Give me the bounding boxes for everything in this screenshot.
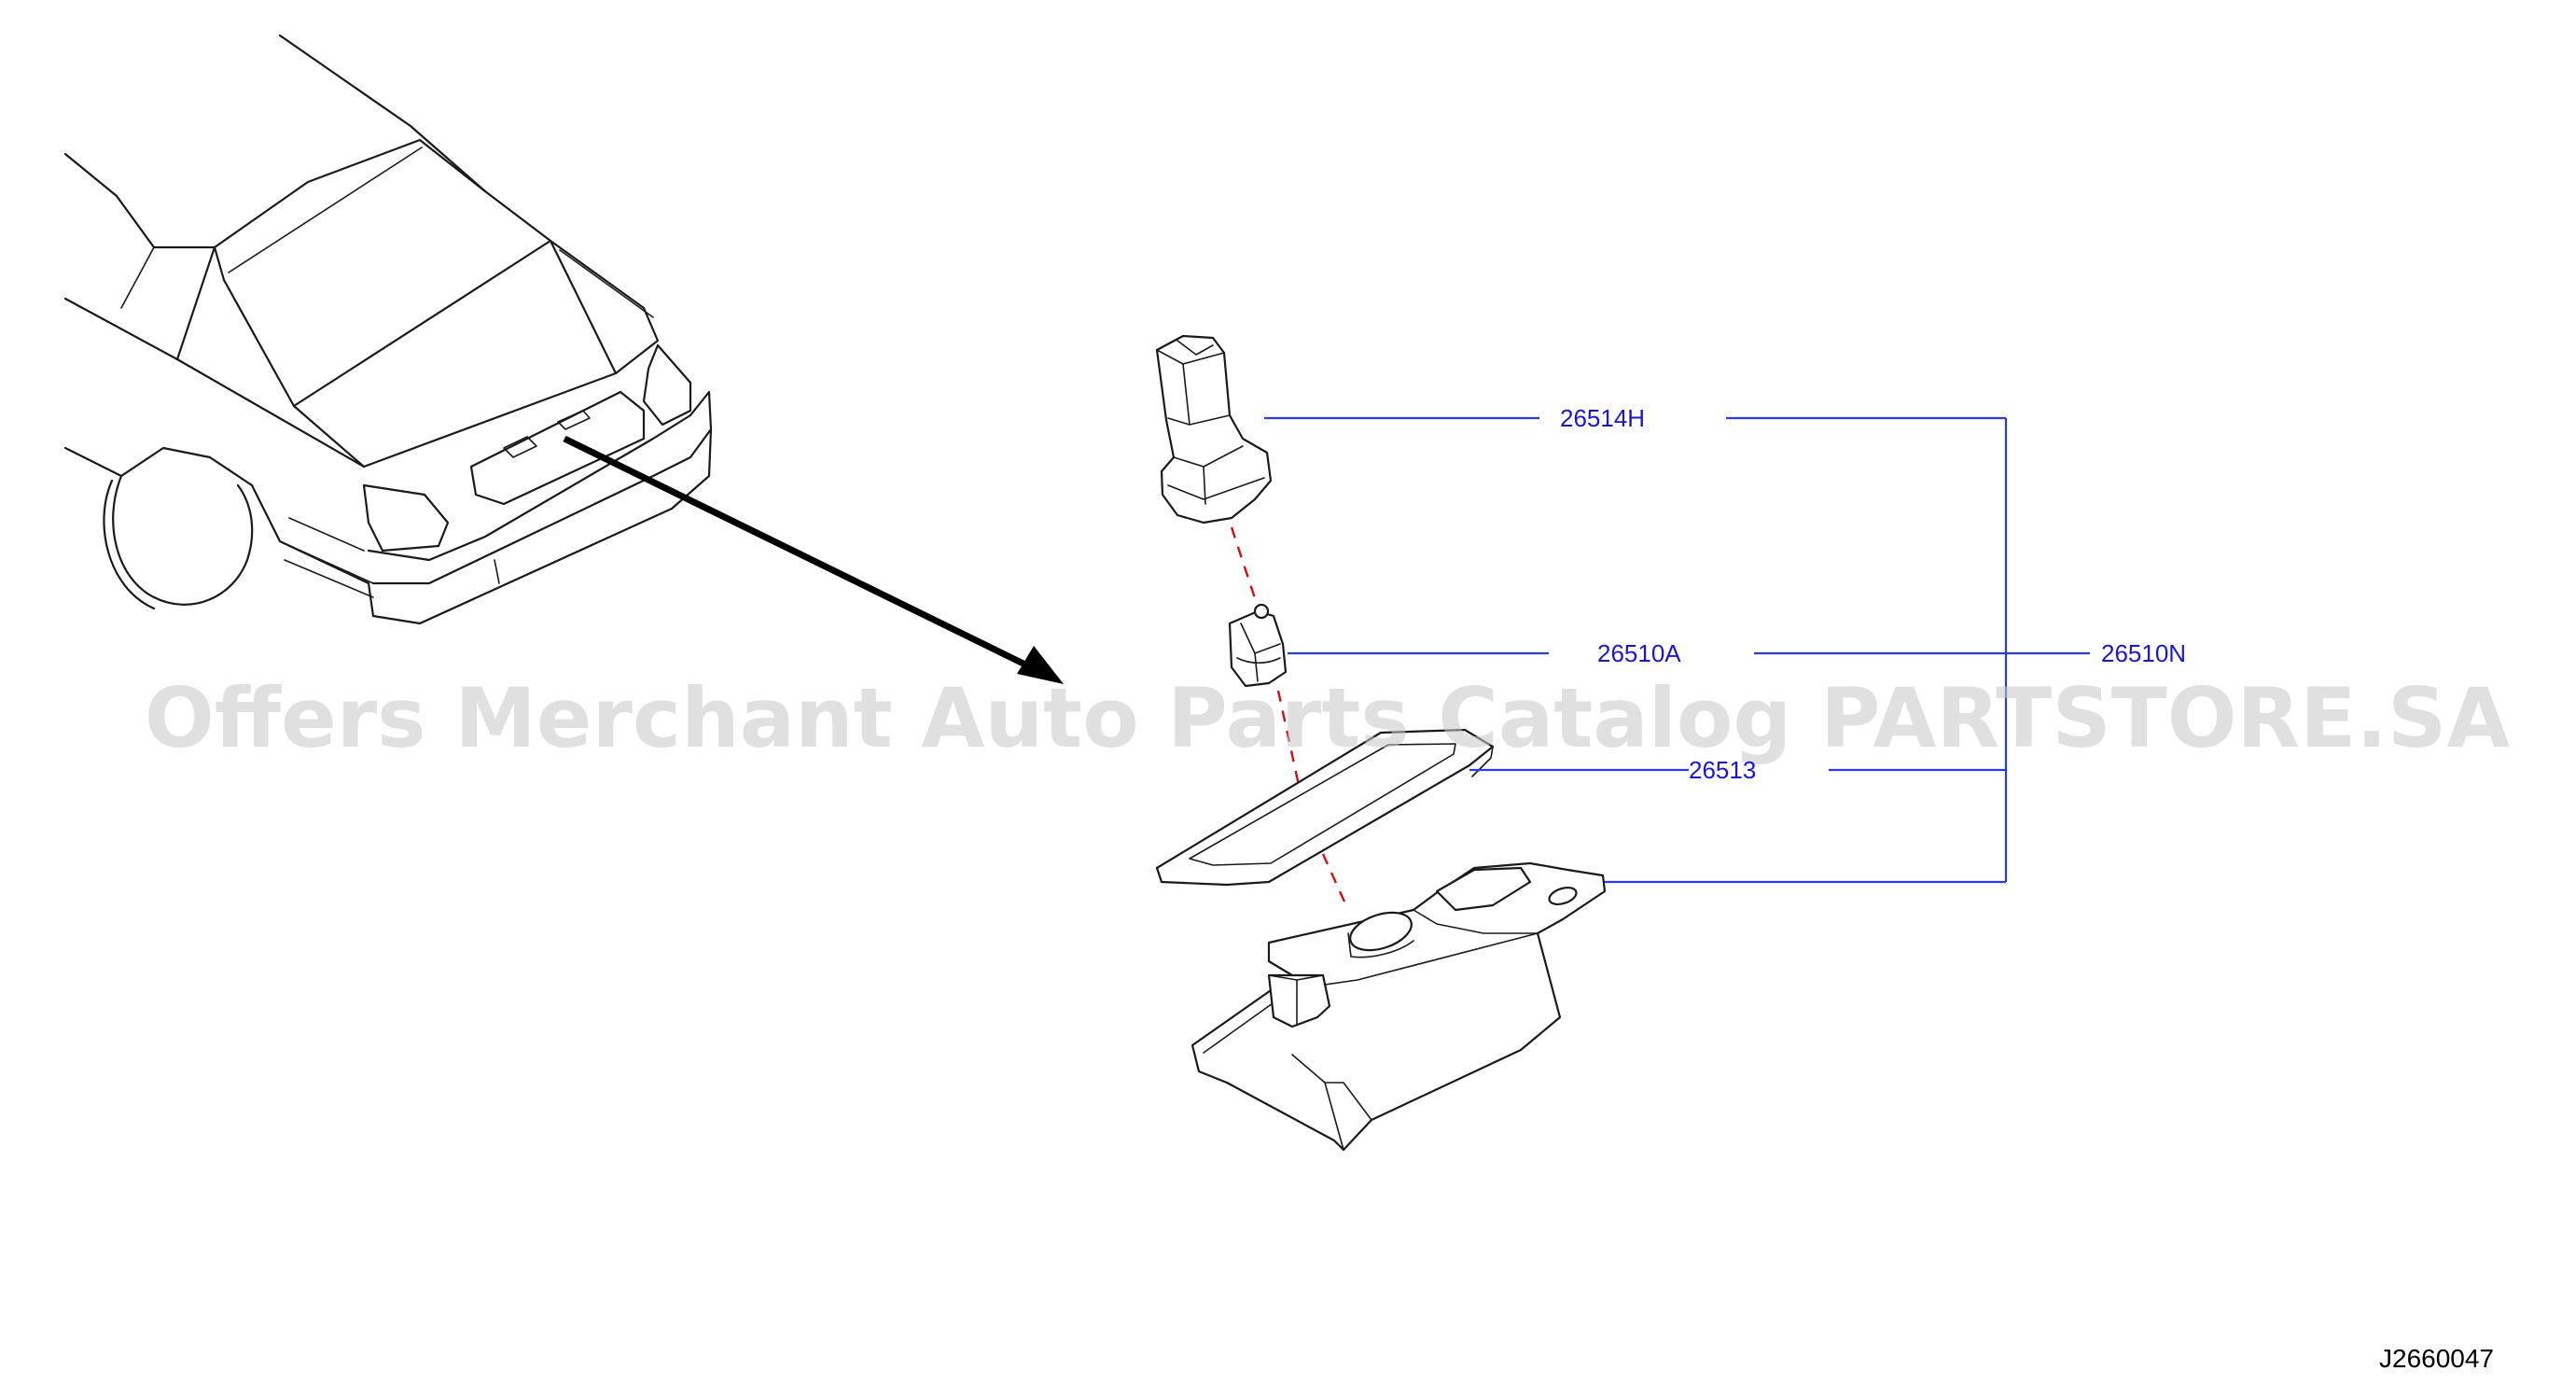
lamp-housing-illustration: [1191, 861, 1607, 1152]
location-arrow: [563, 435, 1064, 684]
car-rear-illustration: [63, 34, 713, 625]
part-label-socket[interactable]: 26514H: [1560, 404, 1645, 432]
assembly-centerline: [1230, 526, 1350, 911]
part-label-gasket[interactable]: 26513: [1689, 756, 1756, 784]
part-label-bulb[interactable]: 26510A: [1597, 639, 1681, 667]
diagram-id: J2660047: [2379, 1344, 2494, 1373]
leader-lines: [1264, 416, 2090, 884]
bulb-part-illustration: [1228, 603, 1288, 688]
watermark-text: Offers Merchant Auto Parts Catalog PARTS…: [145, 670, 2510, 766]
gasket-part-illustration: [1155, 728, 1495, 887]
socket-part-illustration: [1155, 334, 1273, 525]
part-label-assembly[interactable]: 26510N: [2101, 639, 2186, 667]
